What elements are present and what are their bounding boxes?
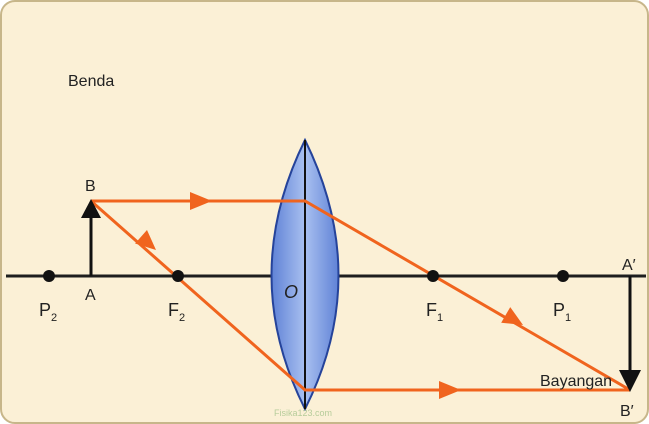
axis-points bbox=[43, 270, 569, 282]
point-p2-dot bbox=[43, 270, 55, 282]
point-p1-dot bbox=[557, 270, 569, 282]
label-b-prime: B′ bbox=[620, 403, 634, 420]
label-p1: P1 bbox=[553, 300, 571, 324]
point-f1-dot bbox=[427, 270, 439, 282]
object-caption: Benda bbox=[68, 73, 114, 90]
object-arrow-icon bbox=[81, 199, 101, 276]
ray-arrowhead-2 bbox=[135, 230, 156, 250]
light-rays bbox=[90, 199, 631, 392]
label-a-prime: A′ bbox=[622, 257, 636, 274]
image-arrow-icon bbox=[619, 276, 641, 392]
ray-arrowhead-4 bbox=[439, 381, 461, 399]
label-p2: P2 bbox=[39, 300, 57, 324]
label-o: O bbox=[284, 282, 298, 302]
watermark: Fisika123.com bbox=[274, 408, 332, 418]
label-b: B bbox=[85, 178, 96, 195]
label-f1: F1 bbox=[426, 300, 443, 324]
label-f2: F2 bbox=[168, 300, 185, 324]
ray-arrowheads bbox=[135, 192, 523, 399]
point-f2-dot bbox=[172, 270, 184, 282]
ray-arrowhead-3 bbox=[501, 307, 523, 325]
image-caption: Bayangan bbox=[540, 373, 612, 390]
ray-parallel bbox=[91, 199, 631, 392]
ray-through-focus bbox=[90, 199, 630, 392]
label-a: A bbox=[85, 287, 96, 304]
ray-arrowhead-1 bbox=[190, 192, 212, 210]
